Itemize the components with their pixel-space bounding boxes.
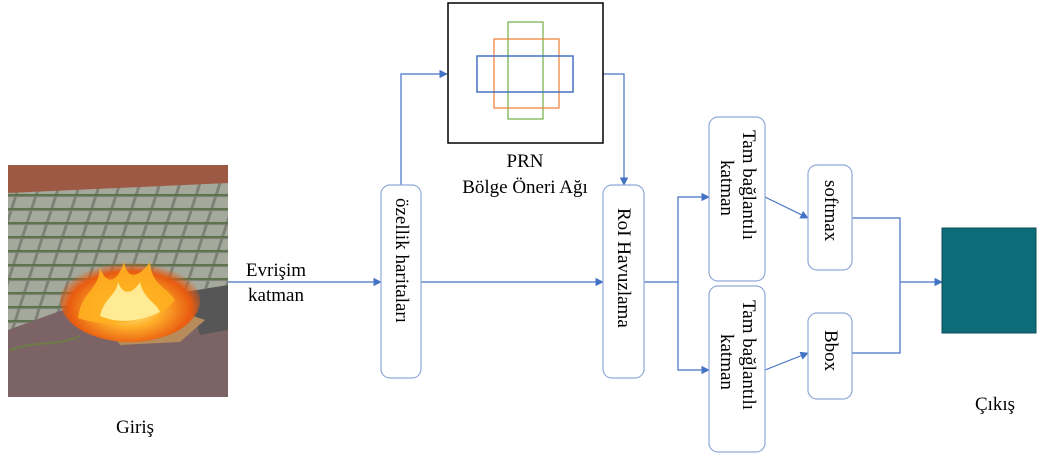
anchor-orange (493, 38, 560, 109)
fc-top-label-line1: Tam bağlantılı (738, 130, 759, 241)
input-caption: Giriş (116, 417, 154, 438)
fc-top-label-line2: katman (716, 160, 737, 216)
arrow-roi-to-fc-top (677, 192, 710, 282)
fc-top-box (708, 116, 766, 282)
conv-label-line1: Evrişim (245, 260, 307, 281)
output-caption: Çıkış (974, 394, 1016, 415)
roi-pool-box (602, 184, 645, 379)
bbox-label: Bbox (820, 330, 841, 372)
softmax-box (807, 164, 853, 271)
input-photo (8, 165, 228, 397)
fc-bottom-box (708, 285, 766, 453)
arrow-fc-top-to-softmax (764, 196, 809, 219)
roi-pool-label: RoI Havuzlama (613, 208, 634, 328)
arrow-prn-to-roi (603, 73, 629, 186)
line-softmax-to-merge (852, 217, 901, 282)
conv-label-line2: katman (248, 285, 304, 306)
output-block (941, 227, 1037, 334)
prn-label-line1: PRN (506, 151, 544, 172)
prn-frame (447, 2, 604, 144)
fc-bottom-label-line2: katman (716, 334, 737, 390)
feature-maps-box (380, 184, 422, 379)
fc-bottom-label-line1: Tam bağlantılı (738, 300, 759, 411)
anchor-blue (476, 55, 574, 93)
bbox-box (807, 312, 853, 400)
anchor-green (507, 21, 544, 120)
feature-maps-label: özellik haritaları (391, 198, 412, 324)
arrow-features-to-prn (400, 69, 448, 185)
arrow-fc-bottom-to-bbox (764, 351, 809, 371)
arrow-roi-to-fc-bottom (677, 282, 710, 375)
prn-label-line2: Bölge Öneri Ağı (462, 177, 588, 198)
line-bbox-to-merge (852, 282, 901, 354)
softmax-label: softmax (820, 180, 841, 242)
